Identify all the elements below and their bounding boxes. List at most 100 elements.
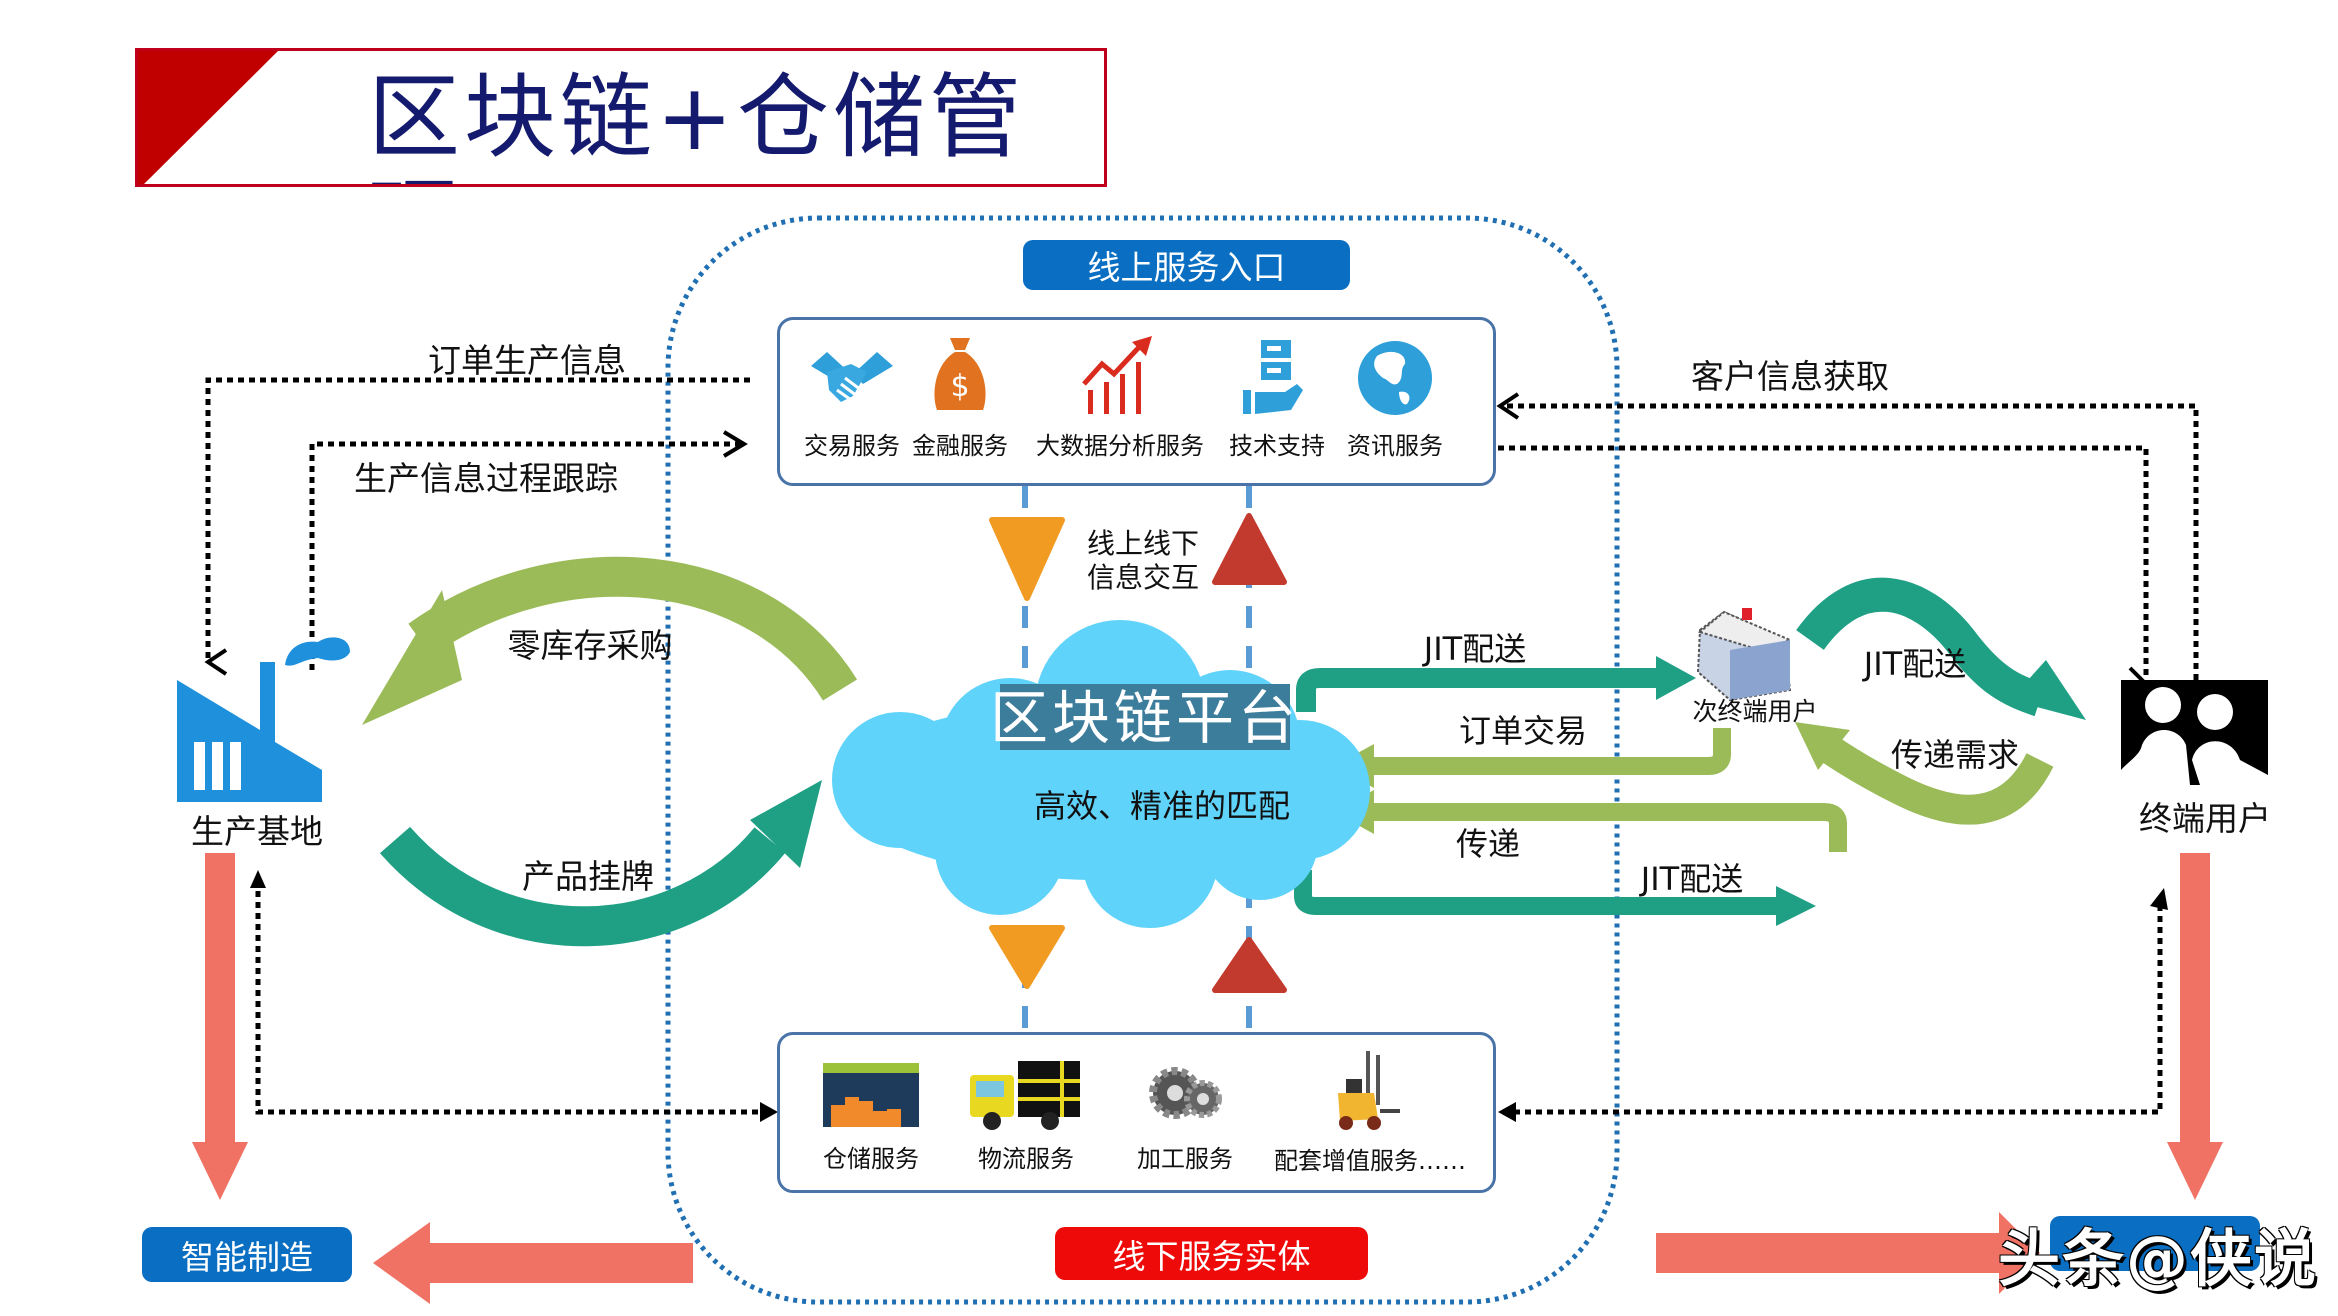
truck-icon — [970, 1061, 1080, 1130]
jit-terminal-label: JIT配送 — [1862, 645, 1966, 683]
service-finance-label: 金融服务 — [912, 432, 1008, 460]
up-triangle-top — [1212, 513, 1287, 585]
offline-services-panel: 仓储服务 物流服务 加工服务 — [777, 1032, 1496, 1193]
transfer-demand-arrow-body — [1810, 730, 2054, 825]
factory-to-manufacturing-arrowhead — [192, 1142, 248, 1200]
terminal-down-arrow-body — [2180, 853, 2210, 1143]
service-tech-support-label: 技术支持 — [1229, 432, 1325, 460]
online-services-panel: 交易服务 $ 金融服务 大数据分析服务 技术支持 — [777, 317, 1496, 486]
product-listing-arrowhead — [750, 780, 822, 868]
factory-icon — [177, 637, 350, 802]
service-logistics[interactable]: 物流服务 — [966, 1057, 1086, 1174]
down-triangle-top — [989, 517, 1065, 601]
title-banner: 区块链+仓储管理 — [135, 48, 1107, 187]
service-value-added-label: 配套增值服务…… — [1274, 1147, 1466, 1175]
bottom-right-arrowhead — [1999, 1212, 2040, 1294]
exchange-label-line2: 信息交互 — [1087, 561, 1199, 594]
gears-icon — [1149, 1067, 1222, 1119]
factory-to-manufacturing-arrow-body — [205, 853, 235, 1143]
jit-bottom-arrow-body — [1294, 870, 1780, 915]
jit-top-arrow-body — [1296, 668, 1660, 712]
bottom-right-node-button[interactable] — [2050, 1216, 2260, 1271]
jit-bottom-arrowhead — [1776, 886, 1816, 926]
jit-terminal-arrow-body — [1796, 577, 2046, 717]
bottom-right-arrow-body — [1656, 1233, 2001, 1273]
up-triangle-bottom — [1212, 937, 1287, 993]
jit-bottom-label: JIT配送 — [1639, 860, 1743, 898]
service-value-added[interactable]: 配套增值服务…… — [1270, 1049, 1470, 1176]
zero-inventory-arrow-body — [408, 556, 858, 701]
terminal-users-icon — [2121, 680, 2268, 785]
offline-service-entity-button[interactable]: 线下服务实体 — [1055, 1227, 1368, 1280]
globe-icon — [1358, 341, 1432, 415]
transfer-label: 传递 — [1456, 825, 1520, 863]
jit-terminal-arrowhead — [2010, 660, 2086, 720]
production-tracking-label: 生产信息过程跟踪 — [354, 459, 618, 498]
transfer-demand-arrowhead — [1795, 722, 1850, 770]
service-bigdata[interactable]: 大数据分析服务 — [1025, 334, 1215, 461]
handshake-icon — [811, 352, 893, 402]
bottom-left-arrowhead — [373, 1222, 430, 1304]
order-trade-arrow-body — [1368, 728, 1731, 775]
service-trade[interactable]: 交易服务 — [804, 338, 900, 461]
factory-offline-line — [255, 880, 760, 1115]
growth-chart-icon — [1082, 336, 1152, 414]
service-processing-label: 加工服务 — [1137, 1145, 1233, 1173]
sub-terminal-user-label: 次终端用户 — [1692, 697, 1817, 726]
smart-manufacturing-button[interactable]: 智能制造 — [142, 1227, 352, 1282]
service-logistics-label: 物流服务 — [978, 1145, 1074, 1173]
factory-offline-arrowhead-up — [250, 870, 266, 888]
transfer-demand-label: 传递需求 — [1891, 736, 2019, 774]
transfer-arrow-body — [1368, 803, 1847, 852]
forklift-icon — [1338, 1051, 1400, 1130]
platform-boundary-outline — [665, 215, 1620, 1305]
service-bigdata-label: 大数据分析服务 — [1036, 432, 1204, 460]
down-triangle-bottom — [989, 925, 1065, 989]
service-info-label: 资讯服务 — [1347, 432, 1443, 460]
sub-terminal-house-icon — [1696, 608, 1793, 702]
service-trade-label: 交易服务 — [804, 432, 900, 460]
order-production-info-line — [205, 377, 750, 660]
production-tracking-line — [309, 441, 740, 670]
terminal-down-arrowhead — [2167, 1142, 2223, 1200]
platform-title-backdrop — [1000, 684, 1290, 750]
customer-info-label: 客户信息获取 — [1691, 357, 1889, 396]
watermark-text: 头条@侠说 — [1998, 1222, 2319, 1295]
money-bag-icon: $ — [934, 338, 986, 410]
service-warehouse[interactable]: 仓储服务 — [816, 1061, 926, 1174]
bottom-left-arrow-body — [428, 1243, 693, 1283]
zero-inventory-arrowhead — [362, 590, 462, 725]
factory-offline-arrowhead-right — [760, 1102, 778, 1122]
blockchain-cloud — [832, 620, 1370, 928]
platform-subtitle: 高效、精准的匹配 — [1034, 787, 1290, 825]
service-tech-support[interactable]: 技术支持 — [1222, 338, 1332, 461]
service-warehouse-label: 仓储服务 — [823, 1145, 919, 1173]
order-production-info-arrowhead — [204, 648, 228, 676]
terminal-offline-arrowhead-up — [2150, 888, 2168, 910]
production-tracking-arrowhead — [722, 430, 748, 458]
jit-top-label: JIT配送 — [1422, 630, 1526, 668]
production-base-label: 生产基地 — [191, 812, 323, 851]
customer-info-line — [1502, 403, 2199, 680]
terminal-offline-arrowhead-left — [1498, 1102, 1516, 1122]
customer-info-arrowhead — [1496, 392, 1520, 420]
service-processing[interactable]: 加工服务 — [1130, 1061, 1240, 1174]
title-red-corner — [138, 51, 278, 184]
page-title: 区块链+仓储管理 — [368, 64, 1026, 184]
platform-title: 区块链平台 — [990, 684, 1300, 752]
service-finance[interactable]: $ 金融服务 — [912, 334, 1008, 461]
order-production-info-label: 订单生产信息 — [428, 341, 626, 380]
product-listing-label: 产品挂牌 — [522, 857, 654, 896]
product-listing-arrow-body — [379, 826, 786, 947]
online-service-entry-button[interactable]: 线上服务入口 — [1023, 240, 1350, 290]
service-info[interactable]: 资讯服务 — [1340, 338, 1450, 461]
exchange-label-line1: 线上线下 — [1087, 527, 1199, 560]
terminal-offline-line — [1516, 905, 2163, 1115]
server-hand-icon — [1243, 340, 1303, 414]
svg-text:$: $ — [950, 369, 969, 404]
jit-top-arrowhead — [1656, 656, 1696, 700]
zero-inventory-label: 零库存采购 — [508, 626, 673, 665]
order-trade-label: 订单交易 — [1459, 712, 1587, 750]
